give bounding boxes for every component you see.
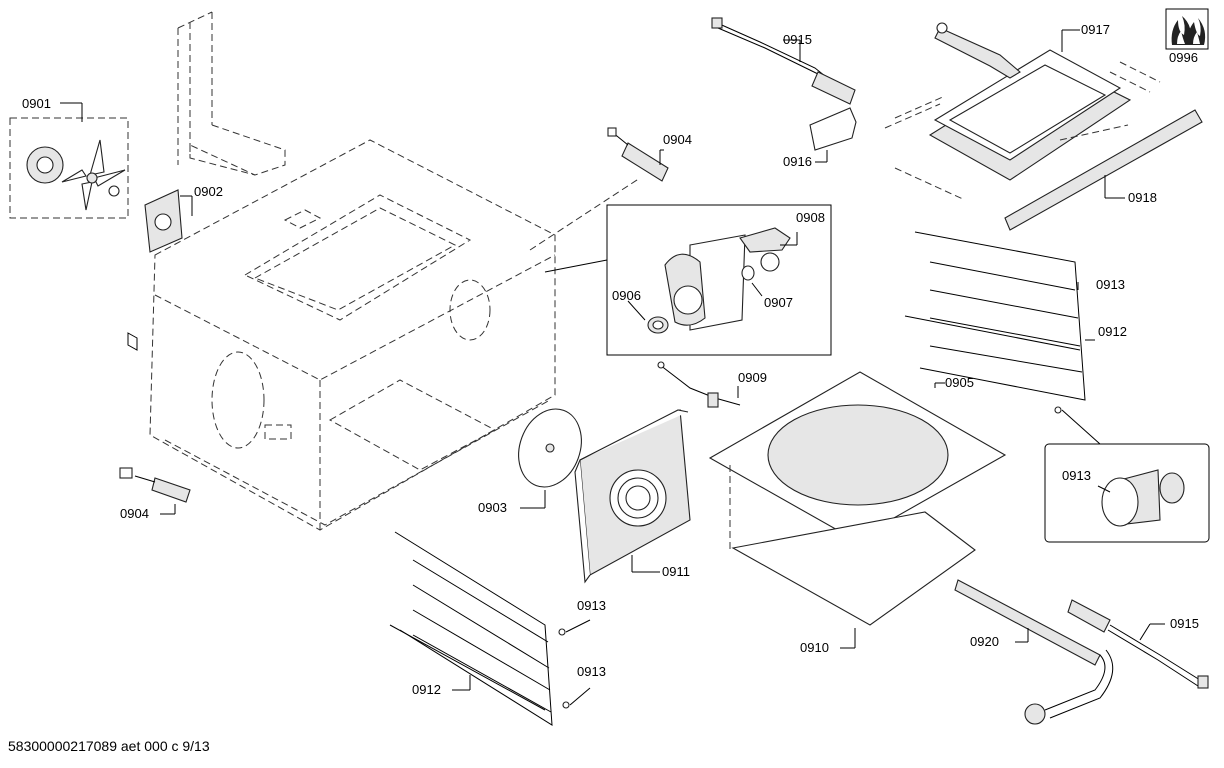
label-0912-right: 0912 xyxy=(1098,324,1127,339)
label-0913-bottom-a: 0913 xyxy=(577,598,606,613)
broiler-0917 xyxy=(884,22,1161,201)
gas-tube-0920 xyxy=(954,579,1114,725)
probe-0909 xyxy=(657,361,741,408)
label-0904-top: 0904 xyxy=(663,132,692,147)
label-0907: 0907 xyxy=(764,295,793,310)
fan-motor-assembly xyxy=(9,102,129,219)
label-0915-top: 0915 xyxy=(783,32,812,47)
leader-0904-top xyxy=(529,177,641,251)
bracket-0916 xyxy=(809,107,857,163)
bottom-shield-0910 xyxy=(729,465,976,649)
label-0915-bottom: 0915 xyxy=(1170,616,1199,631)
fan-mount-plate xyxy=(144,189,193,253)
label-0913-detail: 0913 xyxy=(1062,468,1091,483)
label-0903: 0903 xyxy=(478,500,507,515)
rail-0918 xyxy=(1004,109,1203,231)
round-panel-0903 xyxy=(518,408,582,509)
label-0918: 0918 xyxy=(1128,190,1157,205)
document-reference: 58300000217089 aet 000 c 9/13 xyxy=(8,738,210,754)
rear-chimney xyxy=(177,11,286,176)
harness-0915-top xyxy=(711,17,856,105)
label-0905: 0905 xyxy=(945,375,974,390)
label-0901: 0901 xyxy=(22,96,51,111)
detail-box-0913 xyxy=(1044,406,1210,543)
oven-body xyxy=(127,139,556,531)
label-0909: 0909 xyxy=(738,370,767,385)
label-0908: 0908 xyxy=(796,210,825,225)
fan-cover-0911 xyxy=(574,409,691,584)
bottom-plate-0905 xyxy=(708,371,1007,541)
label-0906: 0906 xyxy=(612,288,641,303)
label-0920: 0920 xyxy=(970,634,999,649)
rack-0912-right xyxy=(904,231,1095,401)
detail-box-lamp xyxy=(544,204,832,356)
label-0996: 0996 xyxy=(1169,50,1198,65)
sensor-0904-bottom xyxy=(119,467,191,515)
flame-icon xyxy=(1165,8,1209,50)
label-0912-bottom: 0912 xyxy=(412,682,441,697)
label-0913-bottom-b: 0913 xyxy=(577,664,606,679)
label-0916: 0916 xyxy=(783,154,812,169)
label-0917: 0917 xyxy=(1081,22,1110,37)
sensor-0904-top xyxy=(607,127,669,182)
label-0904-bottom: 0904 xyxy=(120,506,149,521)
harness-0915-bottom xyxy=(1067,599,1209,689)
label-0902: 0902 xyxy=(194,184,223,199)
rack-0912-bottom xyxy=(389,531,591,726)
label-0913-right: 0913 xyxy=(1096,277,1125,292)
label-0911: 0911 xyxy=(662,564,690,579)
label-0910: 0910 xyxy=(800,640,829,655)
